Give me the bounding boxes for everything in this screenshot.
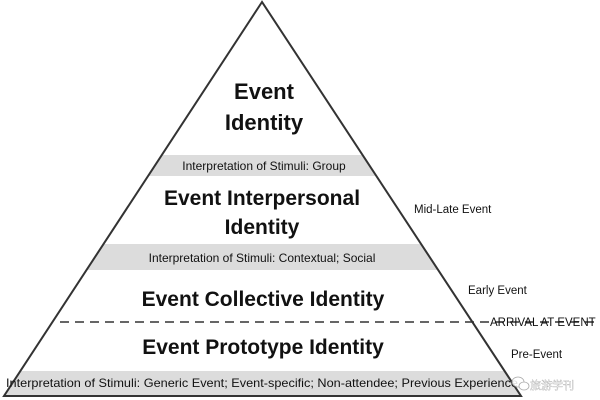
layer-interpersonal-line1: Event Interpersonal: [164, 187, 360, 210]
pyramid-outline: [2, 0, 523, 397]
layer-collective: Event Collective Identity: [142, 288, 385, 311]
wechat-icon: [511, 376, 530, 391]
layer-event-identity-line2: Identity: [225, 110, 304, 135]
band-group-label: Interpretation of Stimuli: Group: [182, 159, 346, 173]
side-label-pre: Pre-Event: [511, 349, 563, 361]
side-label-arrival: ARRIVAL AT EVENT: [490, 317, 596, 329]
band-contextual-label: Interpretation of Stimuli: Contextual; S…: [149, 251, 376, 265]
side-label-early: Early Event: [468, 285, 528, 297]
band-generic-label: Interpretation of Stimuli: Generic Event…: [6, 376, 518, 390]
watermark-text: 旅游学刊: [530, 378, 574, 392]
watermark: 旅游学刊: [511, 376, 574, 392]
band-generic-bg: [4, 371, 521, 396]
layer-event-identity-line1: Event: [234, 79, 295, 104]
layer-interpersonal-line2: Identity: [225, 216, 300, 239]
side-label-mid-late: Mid-Late Event: [414, 204, 492, 216]
layer-prototype: Event Prototype Identity: [142, 336, 384, 359]
